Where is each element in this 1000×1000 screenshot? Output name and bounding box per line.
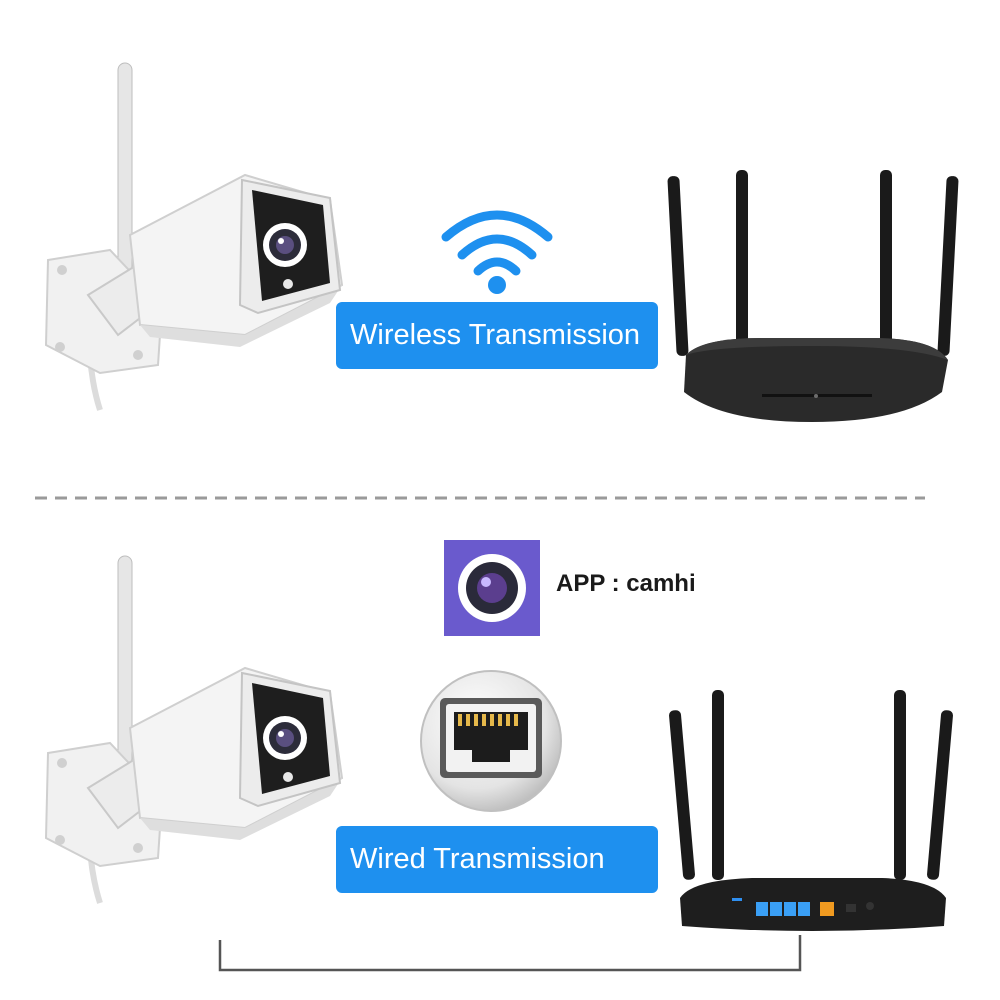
ethernet-cable [218,935,802,972]
wifi-icon [441,210,553,294]
wireless-transmission-banner: Wireless Transmission [336,302,658,369]
section-divider [35,496,925,500]
router-wired [669,690,953,931]
wired-transmission-banner: Wired Transmission [336,826,658,893]
camera-wired [44,555,344,904]
router-wireless [667,170,959,422]
wired-transmission-label: Wired Transmission [350,843,605,875]
ethernet-port-icon [420,670,562,812]
wireless-transmission-label: Wireless Transmission [350,319,641,351]
camera-wireless [44,62,344,411]
app-name-label: APP : camhi [556,570,696,597]
app-camera-icon [444,540,540,636]
